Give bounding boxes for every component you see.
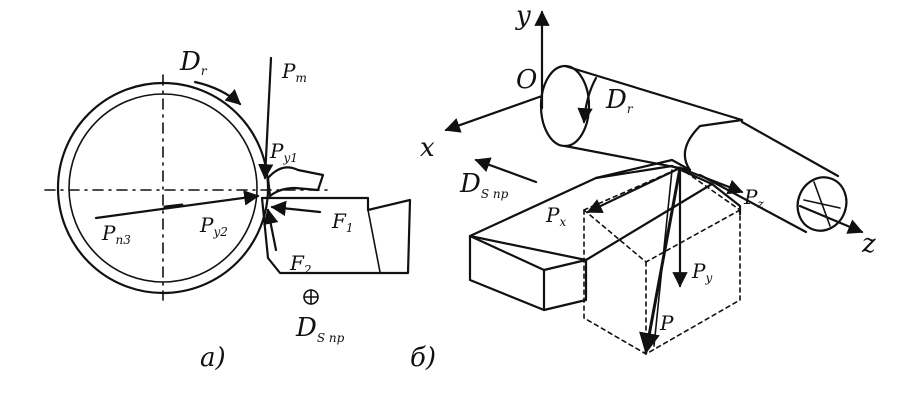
caption-a: а) (200, 343, 226, 373)
label-py2: Py2 (199, 213, 228, 239)
label-pn3: Pn3 (101, 221, 131, 247)
force-f2-arrow (263, 208, 279, 252)
label-feed-b: DS пр (459, 169, 509, 201)
label-px: Px (545, 203, 566, 229)
diagram-a: Dr Pm Py1 Pn3 Py2 F1 F2 DS пр а) (44, 47, 412, 373)
caption-b: б) (410, 343, 436, 373)
axis-x-line (444, 94, 544, 133)
rotation-arrow-dr (193, 80, 242, 106)
cutting-tool-b (468, 158, 742, 312)
diagram-b: y x O z Dr DS пр (410, 1, 876, 373)
label-dr-a: Dr (179, 47, 208, 78)
tool-edge-a (367, 209, 381, 273)
workpiece-inner-circle (68, 93, 258, 283)
label-pm: Pm (281, 59, 307, 85)
force-pm-arrow (258, 56, 274, 180)
origin-label: O (516, 65, 537, 95)
label-p: P (659, 311, 674, 335)
axis-x-label: x (420, 133, 435, 163)
chip-a (266, 166, 325, 198)
label-dr-b: Dr (605, 85, 634, 116)
force-px-arrow (586, 166, 682, 214)
feed-into-page-symbol (303, 289, 319, 305)
cutting-tool-a (260, 196, 412, 275)
axis-z-line (798, 204, 864, 234)
force-pz-arrow (678, 166, 744, 195)
label-f2: F2 (289, 251, 312, 277)
rotation-arrow-dr-b (577, 76, 598, 124)
axis-z-label: z (861, 229, 876, 259)
axis-y-label: y (515, 1, 531, 31)
force-py2-tick (163, 203, 184, 209)
label-pz: Pz (743, 185, 764, 211)
force-f1-arrow (270, 200, 322, 217)
label-f1: F1 (331, 209, 354, 235)
label-feed-a: DS пр (295, 313, 345, 345)
feed-arrow-b (474, 157, 538, 184)
force-p-aux (653, 169, 673, 347)
label-py1: Py1 (269, 139, 298, 165)
label-py: Py (691, 259, 712, 285)
